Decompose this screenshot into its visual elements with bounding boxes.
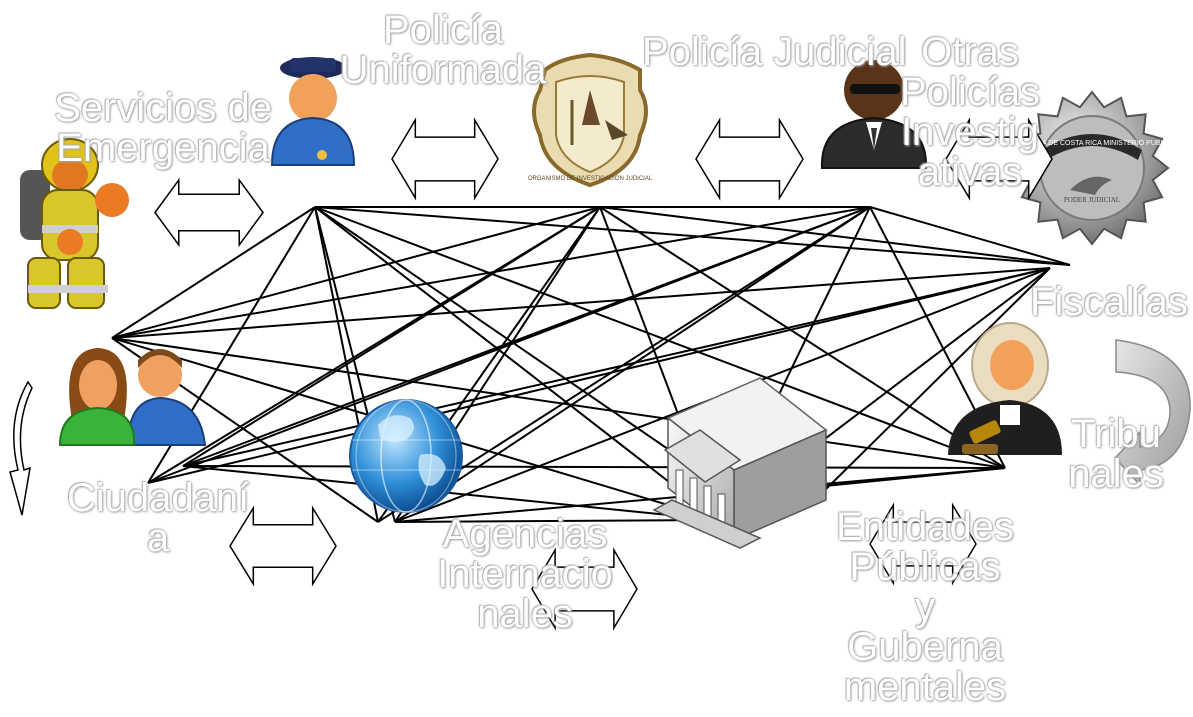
label-ciudadania: Ciudadaní a — [66, 476, 250, 560]
connection-line-6 — [869, 206, 1071, 266]
label-servicios-emergencia: Servicios de Emergencia — [54, 86, 272, 170]
judge-icon — [948, 322, 1062, 455]
ministerio-publico-badge-icon: REPUBLICA DE COSTA RICA MINISTERIO PUBLI… — [1007, 90, 1177, 246]
double-arrow-1 — [154, 177, 264, 248]
connection-line-28 — [394, 206, 871, 523]
connection-line-22 — [182, 465, 719, 521]
double-arrow-4 — [945, 117, 1053, 201]
curved-arrow-left — [9, 380, 33, 516]
connection-line-32 — [314, 206, 719, 521]
globe-icon — [349, 399, 463, 513]
label-otras-policias: Otras Policías Investig ativas — [900, 30, 1041, 194]
double-arrow-7 — [869, 502, 977, 586]
connection-line-17 — [147, 267, 1051, 484]
label-tribunales: Tribu nales — [1068, 412, 1164, 496]
double-arrow-3 — [695, 117, 804, 201]
firefighter-icon — [20, 138, 129, 309]
agent-icon — [820, 60, 928, 169]
connection-line-19 — [182, 206, 601, 467]
label-policia-uniformada: Policía Uniformada — [339, 8, 547, 92]
curved-arrow-right — [1113, 339, 1191, 487]
oij-shield-icon: ORGANISMO DE INVESTIGACION JUDICIAL — [528, 52, 653, 188]
police-officer-icon — [270, 57, 356, 166]
connection-line-21 — [182, 267, 1051, 467]
label-fiscalias: Fiscalías — [1030, 280, 1188, 324]
oij-ring-text: ORGANISMO DE INVESTIGACION JUDICIAL — [528, 176, 653, 182]
double-arrow-5 — [229, 505, 337, 587]
label-policia-judicial: Policía Judicial — [642, 30, 907, 74]
connection-line-39 — [599, 206, 1006, 469]
label-entidades-publicas: Entidades Públicas y Guberna mentales — [836, 505, 1014, 709]
connection-line-18 — [182, 465, 1006, 469]
connection-line-10 — [111, 267, 1051, 339]
connection-lines — [111, 206, 1071, 523]
citizens-icon — [58, 348, 207, 446]
ministerio-ribbon-text: REPUBLICA DE COSTA RICA MINISTERIO PUBLI… — [1007, 140, 1177, 147]
label-agencias-internacionales: Agencias Internacio nales — [437, 512, 613, 636]
double-arrow-2 — [391, 117, 499, 201]
poder-judicial-text: PODER JUDICIAL — [1064, 196, 1120, 204]
connection-line-20 — [182, 206, 871, 467]
government-building-icon — [652, 377, 828, 549]
connection-line-8 — [111, 206, 601, 339]
double-arrow-6 — [531, 547, 638, 631]
connection-line-7 — [111, 206, 316, 339]
connection-line-36 — [314, 206, 736, 496]
connection-line-13 — [111, 337, 1006, 469]
connection-line-31 — [394, 519, 719, 523]
connection-line-5 — [599, 206, 1071, 266]
connection-line-41 — [824, 267, 1051, 491]
connection-line-4 — [314, 206, 1071, 266]
